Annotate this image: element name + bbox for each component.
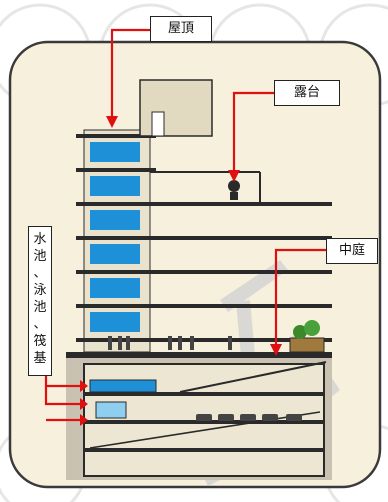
basement-slab-1 — [84, 392, 324, 396]
pools-char: 筏 — [33, 334, 47, 349]
car-icon — [196, 414, 302, 421]
planter-icon — [289, 320, 325, 353]
person-icon — [108, 336, 232, 350]
pools-char: 泳 — [33, 283, 47, 298]
pools-char: 、 — [33, 317, 47, 332]
label-roof: 屋頂 — [150, 16, 212, 42]
pool-icon — [89, 379, 157, 393]
pools-char: 基 — [33, 351, 47, 366]
basement-ramp — [179, 361, 327, 393]
leader-lines — [44, 28, 342, 422]
pools-char: 池 — [33, 300, 47, 315]
potted-plant-icon — [228, 180, 240, 200]
balcony-edges — [150, 171, 261, 202]
basement-slab-2 — [84, 420, 324, 424]
label-pools-foundation: 水 池 、 泳 池 、 筏 基 — [28, 226, 52, 376]
roof-box — [139, 79, 213, 137]
ground-slab — [66, 352, 332, 358]
pools-char: 水 — [33, 232, 47, 247]
floor-slabs — [76, 134, 332, 342]
label-courtyard: 中庭 — [326, 238, 378, 264]
pools-char: 池 — [33, 249, 47, 264]
leader-courtyard — [274, 248, 342, 350]
pool-tank-icon — [95, 401, 127, 419]
basement-slab-3 — [84, 448, 324, 452]
roof-door — [151, 111, 165, 137]
leader-roof — [110, 28, 150, 120]
leader-arrowheads — [80, 116, 282, 426]
pools-char: 、 — [33, 266, 47, 281]
label-terrace: 露台 — [274, 80, 340, 106]
basement-ramp-lower — [89, 411, 321, 449]
window-stack — [90, 142, 140, 332]
leader-terrace — [232, 91, 274, 176]
